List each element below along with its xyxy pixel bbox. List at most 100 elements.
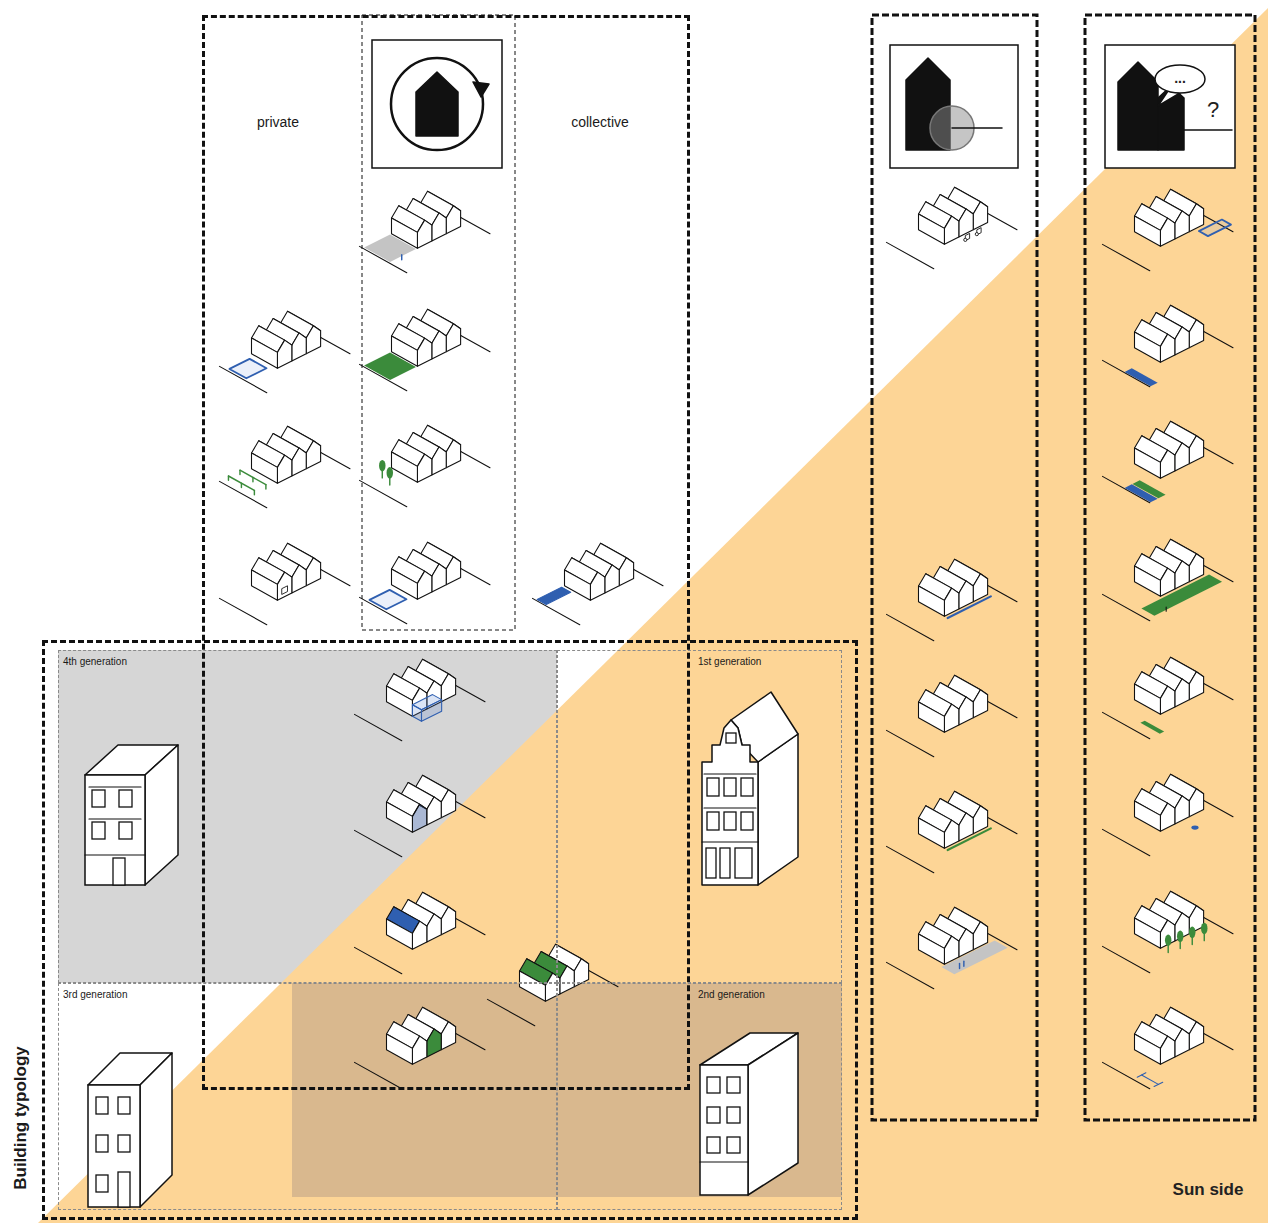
facade (417, 571, 431, 599)
facade (1189, 204, 1203, 232)
facade (1189, 554, 1203, 582)
window (96, 1175, 108, 1192)
side-wall (919, 818, 945, 848)
water-strip (1125, 368, 1158, 386)
facade (973, 690, 987, 718)
street-line (1102, 829, 1149, 855)
terrace-icon (359, 425, 490, 506)
street-line (886, 614, 933, 640)
building-side (140, 1053, 172, 1207)
tree (1189, 927, 1195, 939)
green-fence (240, 470, 266, 484)
dimension-line (1154, 1082, 1163, 1086)
side-wall (252, 338, 278, 368)
green-fence (228, 476, 229, 480)
generation-box: 1st generation (557, 650, 842, 983)
side-wall (919, 702, 945, 732)
window (92, 822, 105, 839)
facade (1160, 920, 1174, 948)
street-line (359, 480, 406, 506)
side-wall (387, 1034, 413, 1064)
window-lintel (704, 773, 756, 774)
window-lintel (704, 807, 756, 808)
window (735, 848, 752, 878)
facade (959, 929, 973, 957)
street-line (354, 714, 401, 740)
generation-box: 4th generation (58, 650, 557, 983)
facade (446, 206, 460, 234)
terrace-icon (1102, 1007, 1233, 1088)
green-strip (1140, 721, 1164, 734)
facade (944, 588, 958, 616)
side-wall (520, 971, 546, 1001)
facade (417, 454, 431, 482)
region-label: 2nd generation (698, 989, 765, 1001)
window (741, 812, 753, 830)
icon-frame (372, 40, 502, 168)
street-line (886, 242, 933, 268)
facade (1175, 1029, 1189, 1057)
facade (1160, 1036, 1174, 1064)
side-wall (1135, 801, 1161, 831)
facade (446, 324, 460, 352)
question-mark: ? (1207, 97, 1219, 122)
facade (973, 202, 987, 230)
ground-line (952, 127, 1002, 129)
side-wall (919, 214, 945, 244)
icon-frame (890, 45, 1018, 168)
side-wall (1135, 566, 1161, 596)
region-label: 3rd generation (63, 989, 128, 1001)
plinth-line (702, 841, 758, 842)
side-wall (392, 452, 418, 482)
region-label: 4th generation (63, 656, 127, 668)
facade (306, 558, 320, 586)
street-line (1102, 244, 1149, 270)
speech-dots: ... (1174, 70, 1186, 86)
facade (590, 572, 604, 600)
region-label: private (257, 114, 299, 130)
building-front (85, 775, 145, 885)
facade (1175, 211, 1189, 239)
street-line (219, 598, 266, 624)
building-side (145, 745, 178, 885)
facade (277, 455, 291, 483)
house-symbol (1158, 86, 1184, 150)
street-line (886, 846, 933, 872)
terrace-icon (359, 191, 490, 272)
side-wall (1135, 216, 1161, 246)
facade (605, 565, 619, 593)
window (726, 733, 736, 743)
window (724, 778, 736, 796)
side-wall (387, 686, 413, 716)
drain-mark (1166, 607, 1167, 611)
terrace-icon (1102, 891, 1233, 972)
green-strip (1132, 480, 1165, 498)
green-fence (252, 477, 253, 481)
facade (277, 340, 291, 368)
glass-extension (421, 700, 441, 722)
generation-box: 3rd generation (58, 983, 557, 1210)
window (706, 848, 716, 878)
dashed-frame (1085, 15, 1255, 1120)
window (741, 778, 753, 796)
window (92, 790, 105, 807)
street-line (1102, 712, 1149, 738)
window-lintel (89, 786, 141, 787)
street-line (487, 999, 534, 1025)
facade (427, 797, 441, 825)
tree (379, 460, 385, 472)
facade (973, 922, 987, 950)
street-line (532, 598, 579, 624)
terrace-icon (886, 907, 1017, 988)
street-line (354, 1062, 401, 1088)
terrace-icon (219, 311, 350, 392)
side-wall (1135, 332, 1161, 362)
window (118, 1097, 130, 1114)
terrace-icon (1102, 421, 1233, 502)
green-fence (239, 470, 240, 474)
facade (959, 697, 973, 725)
drain-mark (963, 961, 964, 966)
water-area (369, 590, 406, 609)
facade (944, 936, 958, 964)
